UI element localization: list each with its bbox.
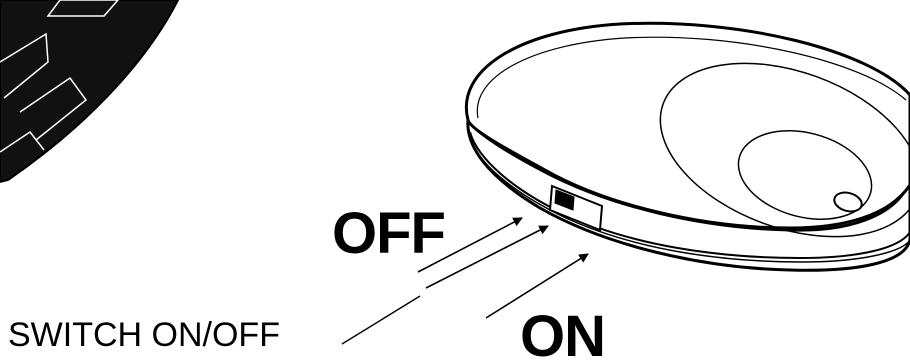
off-label: OFF	[332, 201, 446, 266]
off-arrow-lower	[425, 225, 549, 289]
black-device-partial	[0, 0, 180, 184]
small-button-outline	[737, 130, 873, 220]
large-button-outline	[659, 62, 910, 238]
off-arrow-upper	[417, 217, 523, 273]
on-label: ON	[520, 304, 606, 360]
led-indicator-icon	[833, 191, 863, 213]
switch-on-off-label: SWITCH ON/OFF	[8, 316, 280, 354]
slide-switch-icon	[548, 184, 604, 232]
on-arrow	[485, 253, 589, 319]
switch-leader-line	[341, 295, 421, 345]
